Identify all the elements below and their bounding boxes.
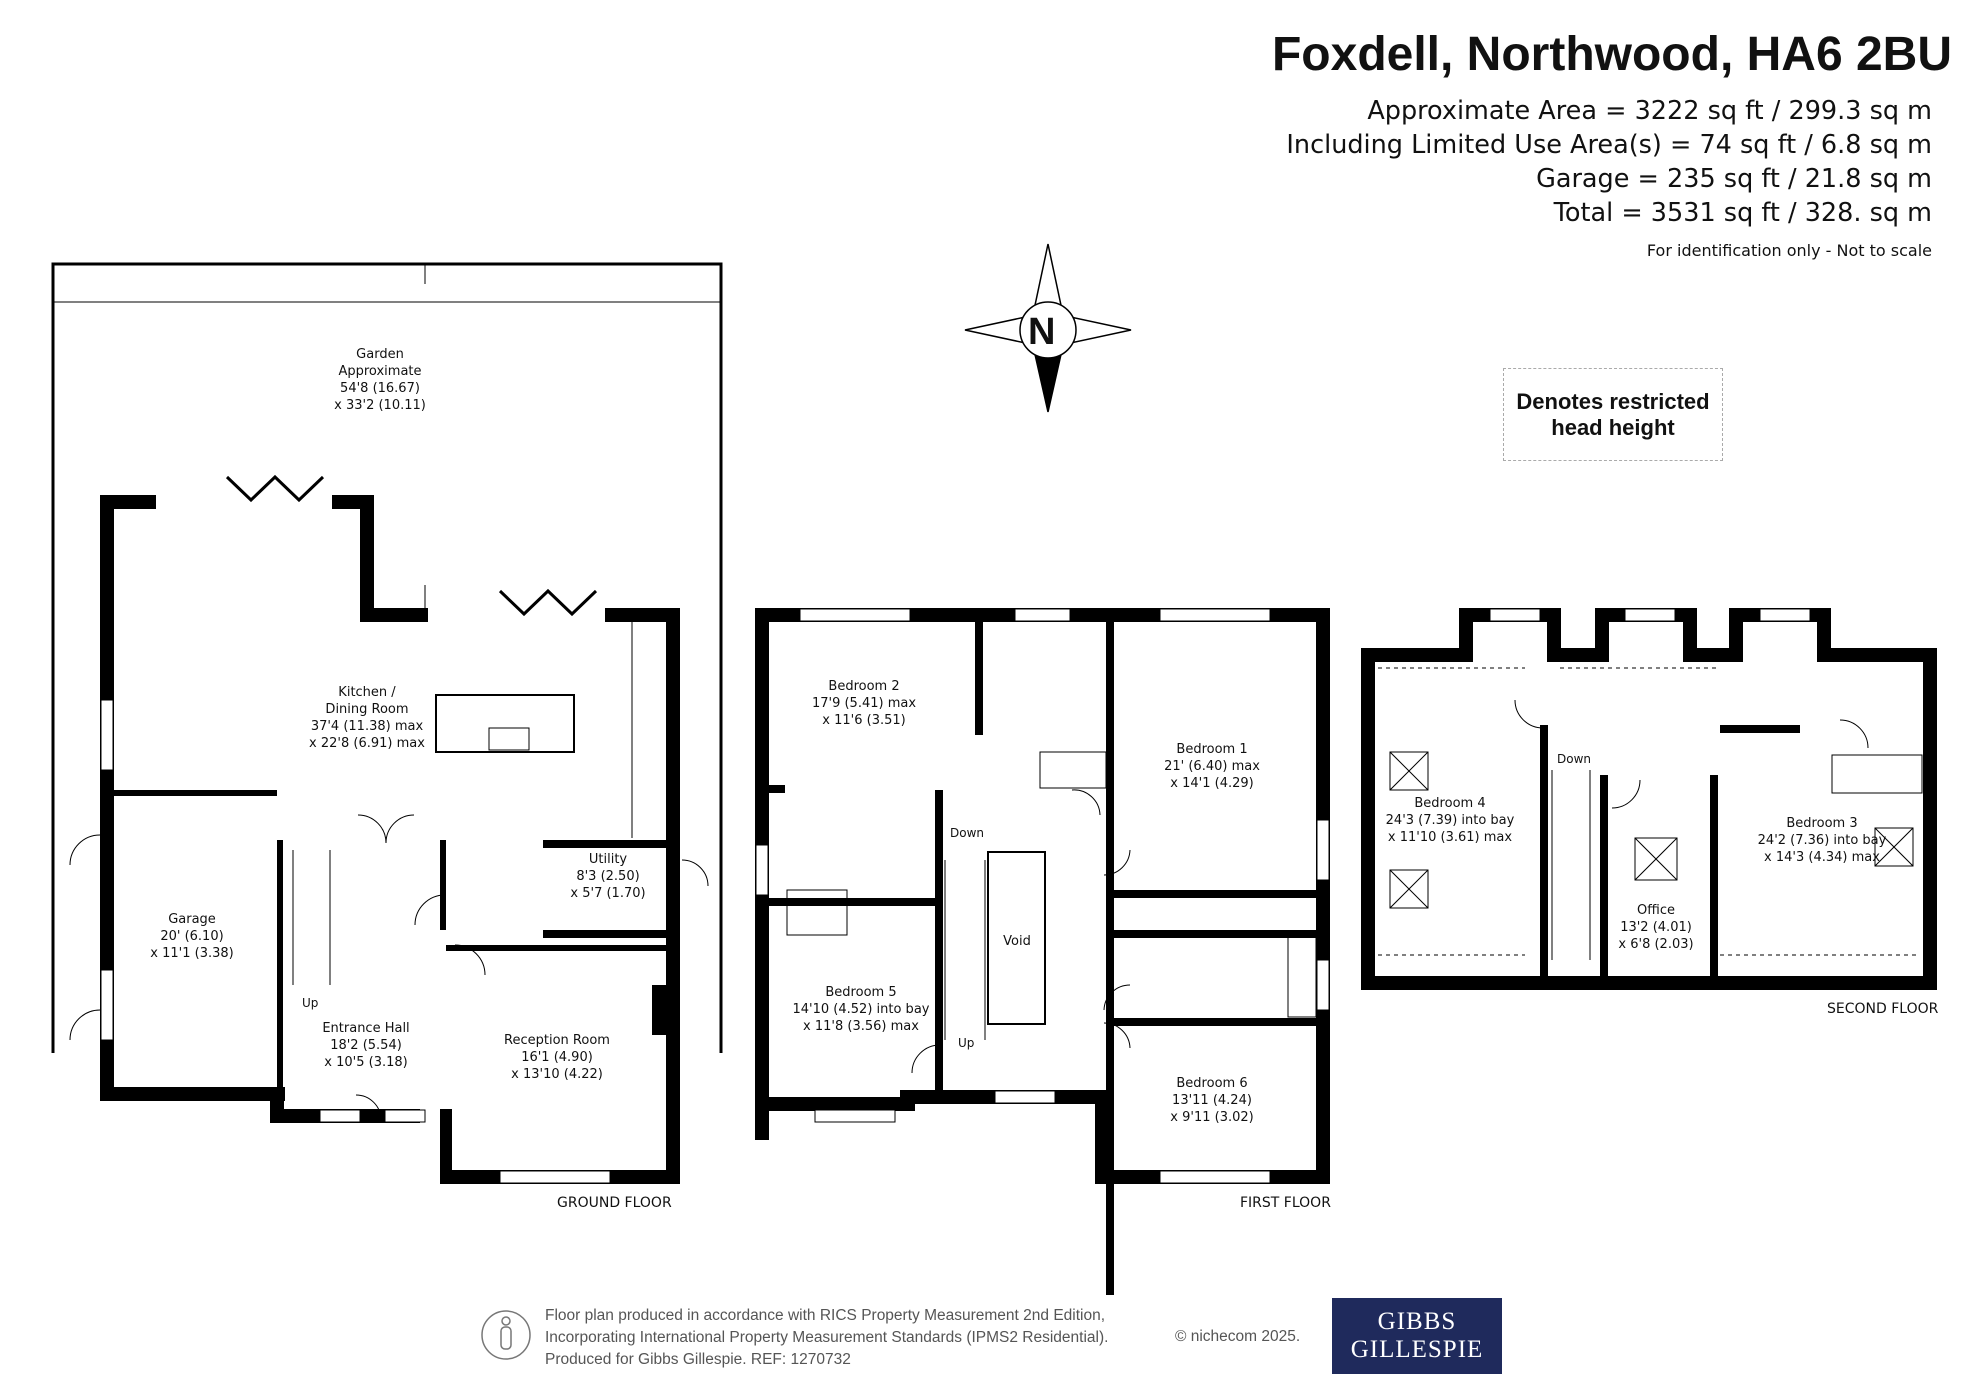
restricted-height-legend: Denotes restricted head height bbox=[1503, 368, 1723, 461]
limited-use-area: Including Limited Use Area(s) = 74 sq ft… bbox=[1286, 130, 1932, 160]
total-area: Total = 3531 sq ft / 328. sq m bbox=[1553, 198, 1932, 228]
garden-outline bbox=[51, 262, 723, 1053]
void-area bbox=[987, 851, 1046, 1025]
first-stairs-down-label: Down bbox=[950, 826, 985, 840]
copyright: © nichecom 2025. bbox=[1175, 1328, 1301, 1345]
page-title: Foxdell, Northwood, HA6 2BU bbox=[1271, 28, 1952, 81]
room-void: Void bbox=[1003, 934, 1031, 949]
kitchen-island bbox=[435, 694, 575, 753]
footer-credits: Floor plan produced in accordance with R… bbox=[545, 1307, 1109, 1368]
ground-floor-label: GROUND FLOOR bbox=[557, 1195, 672, 1211]
ground-stairs bbox=[292, 850, 331, 985]
north-label: N bbox=[1028, 311, 1056, 353]
first-stairs bbox=[944, 860, 986, 1040]
brand-logo: GIBBS GILLESPIE bbox=[1332, 1298, 1502, 1374]
walls bbox=[100, 495, 1937, 1295]
scale-note: For identification only - Not to scale bbox=[1646, 241, 1932, 260]
bifold-door-right bbox=[498, 588, 598, 617]
ground-stairs-up-label: Up bbox=[302, 996, 319, 1010]
compass-rose bbox=[964, 243, 1132, 413]
approximate-area: Approximate Area = 3222 sq ft / 299.3 sq… bbox=[1367, 96, 1932, 126]
garage-area: Garage = 235 sq ft / 21.8 sq m bbox=[1536, 164, 1932, 194]
bifold-door-left bbox=[225, 474, 325, 503]
second-floor-label: SECOND FLOOR bbox=[1827, 1001, 1939, 1017]
first-floor-label: FIRST FLOOR bbox=[1240, 1195, 1331, 1211]
second-stairs bbox=[1551, 770, 1591, 960]
second-stairs-down-label: Down bbox=[1557, 752, 1592, 766]
first-stairs-up-label: Up bbox=[958, 1036, 975, 1050]
skylights bbox=[1389, 751, 1914, 909]
person-icon bbox=[481, 1310, 531, 1360]
